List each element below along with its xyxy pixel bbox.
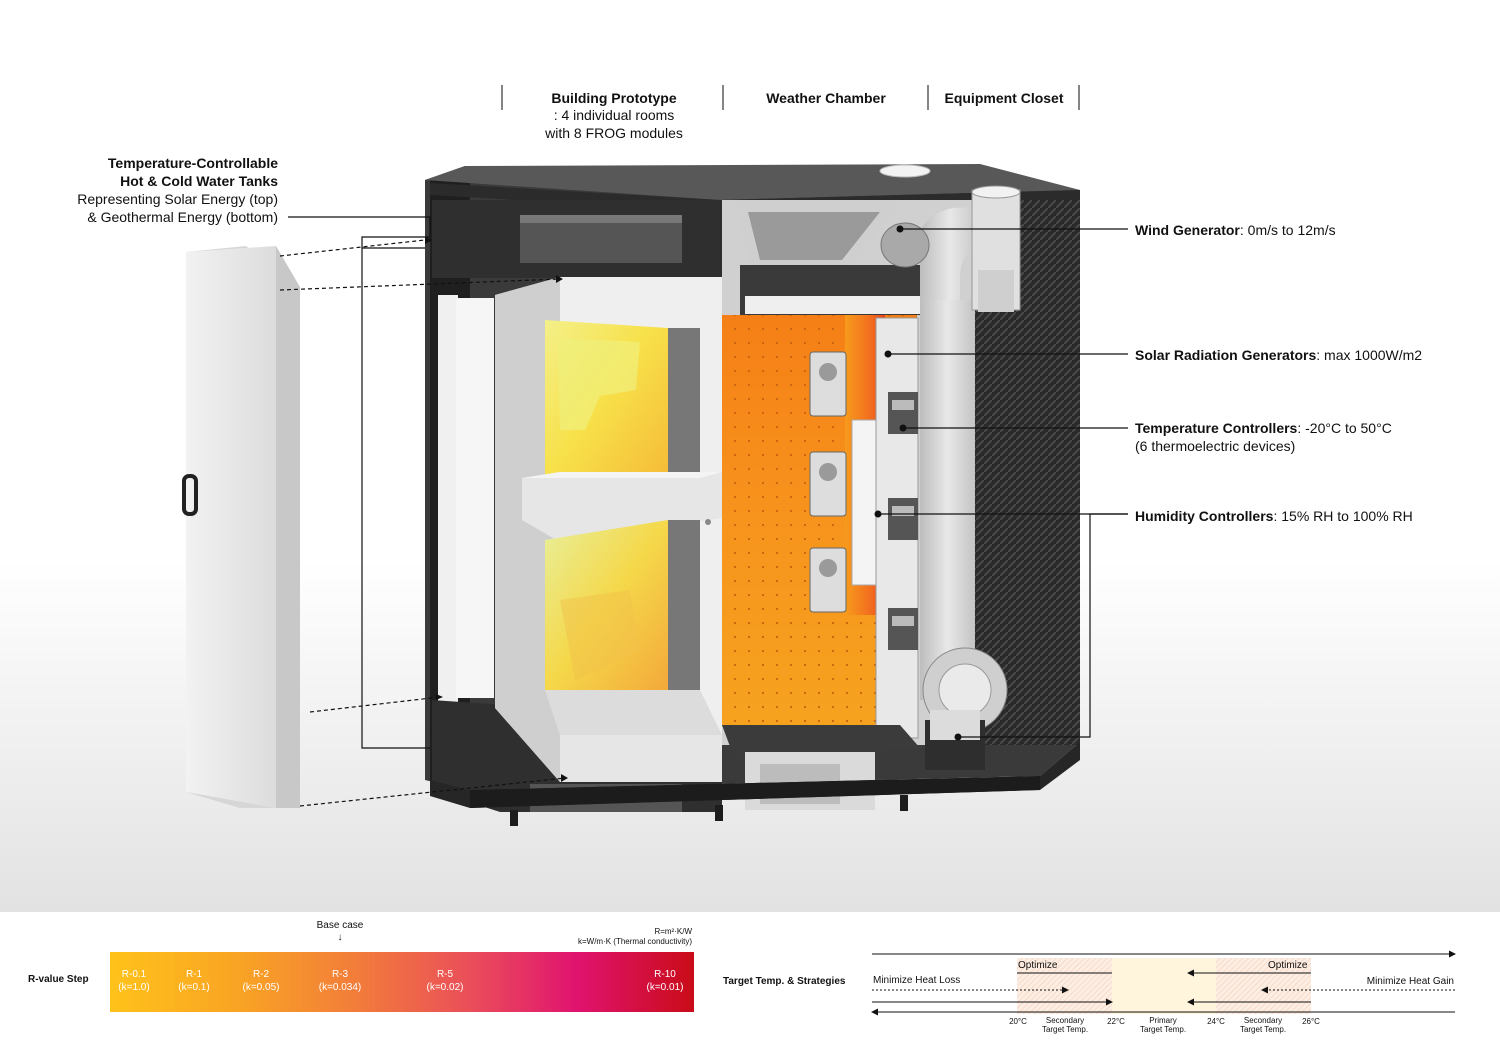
optimize-right: Optimize — [1268, 960, 1307, 972]
secondary-left-line2: Target Temp. — [1030, 1025, 1100, 1034]
secondary-right-line1: Secondary — [1228, 1016, 1298, 1025]
primary-line2: Target Temp. — [1128, 1025, 1198, 1034]
temp-26: 26°C — [1293, 1017, 1329, 1026]
optimize-left: Optimize — [1018, 960, 1057, 972]
primary-line1: Primary — [1128, 1016, 1198, 1025]
primary-band — [1112, 958, 1216, 1014]
secondary-right-line2: Target Temp. — [1228, 1025, 1298, 1034]
minimize-heat-gain: Minimize Heat Gain — [1300, 976, 1454, 988]
secondary-left-line1: Secondary — [1030, 1016, 1100, 1025]
minimize-heat-loss: Minimize Heat Loss — [873, 975, 960, 987]
